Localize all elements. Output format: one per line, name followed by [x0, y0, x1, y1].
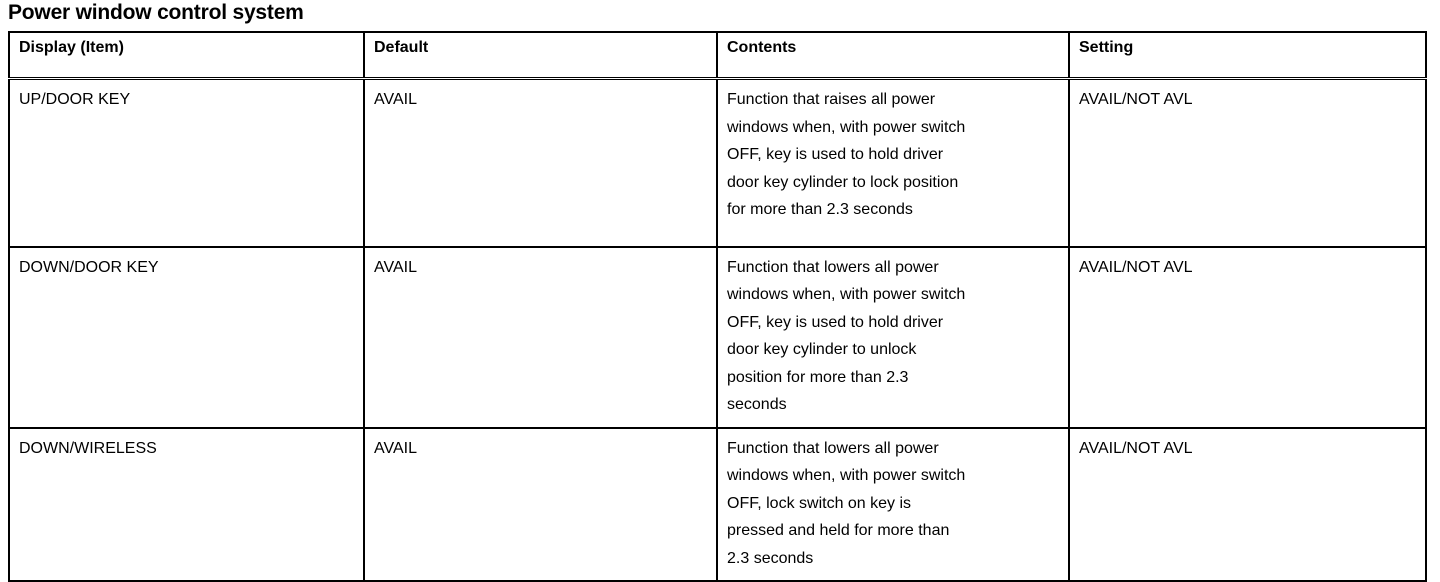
power-window-settings-table: Display (Item) Default Contents Setting … — [8, 31, 1427, 582]
contents-line-6: seconds — [727, 396, 787, 413]
column-header-default: Default — [363, 31, 718, 80]
table-row: DOWN/WIRELESS AVAIL Function that lowers… — [8, 426, 1427, 582]
contents-line-5: 2.3 seconds — [727, 549, 814, 567]
contents-line-1: Function that lowers all power — [727, 258, 939, 276]
contents-line-4: door key cylinder to lock position — [727, 173, 959, 191]
cell-setting: AVAIL/NOT AVL — [1068, 77, 1427, 248]
contents-lines: Function that lowers all power windows wh… — [727, 254, 1060, 419]
table-body: UP/DOOR KEY AVAIL Function that raises a… — [8, 77, 1427, 582]
contents-line-3: OFF, lock switch on key is — [727, 494, 912, 512]
cell-display-item: DOWN/DOOR KEY — [8, 245, 365, 429]
table-row: UP/DOOR KEY AVAIL Function that raises a… — [8, 77, 1427, 248]
cell-setting: AVAIL/NOT AVL — [1068, 245, 1427, 429]
contents-line-2: windows when, with power switch — [727, 467, 966, 484]
contents-lines: Function that raises all power windows wh… — [727, 86, 1060, 224]
column-header-contents: Contents — [716, 31, 1070, 80]
document-page: Power window control system Display (Ite… — [8, 1, 1427, 582]
table-row: DOWN/DOOR KEY AVAIL Function that lowers… — [8, 245, 1427, 429]
contents-line-3: OFF, key is used to hold driver — [727, 313, 944, 331]
cell-setting: AVAIL/NOT AVL — [1068, 426, 1427, 582]
cell-display-item: DOWN/WIRELESS — [8, 426, 365, 582]
cell-default: AVAIL — [363, 77, 718, 248]
contents-line-5: for more than 2.3 seconds — [727, 201, 913, 218]
cell-default: AVAIL — [363, 245, 718, 429]
contents-line-3: OFF, key is used to hold driver — [727, 146, 944, 163]
table-header: Display (Item) Default Contents Setting — [8, 31, 1427, 80]
contents-line-4: door key cylinder to unlock — [727, 341, 917, 358]
contents-line-4: pressed and held for more than — [727, 522, 950, 539]
column-header-display-item: Display (Item) — [8, 31, 365, 80]
contents-line-1: Function that raises all power — [727, 91, 936, 108]
contents-line-1: Function that lowers all power — [727, 439, 939, 457]
cell-display-item: UP/DOOR KEY — [8, 77, 365, 248]
page-title: Power window control system — [8, 1, 304, 24]
cell-default: AVAIL — [363, 426, 718, 582]
contents-line-2: windows when, with power switch — [727, 118, 966, 136]
contents-line-5: position for more than 2.3 — [727, 368, 909, 386]
contents-lines: Function that lowers all power windows wh… — [727, 435, 1060, 573]
cell-contents: Function that lowers all power windows wh… — [716, 245, 1070, 429]
column-header-setting: Setting — [1068, 31, 1427, 80]
table-header-row: Display (Item) Default Contents Setting — [8, 31, 1427, 80]
contents-line-2: windows when, with power switch — [727, 286, 966, 303]
cell-contents: Function that raises all power windows wh… — [716, 77, 1070, 248]
cell-contents: Function that lowers all power windows wh… — [716, 426, 1070, 582]
